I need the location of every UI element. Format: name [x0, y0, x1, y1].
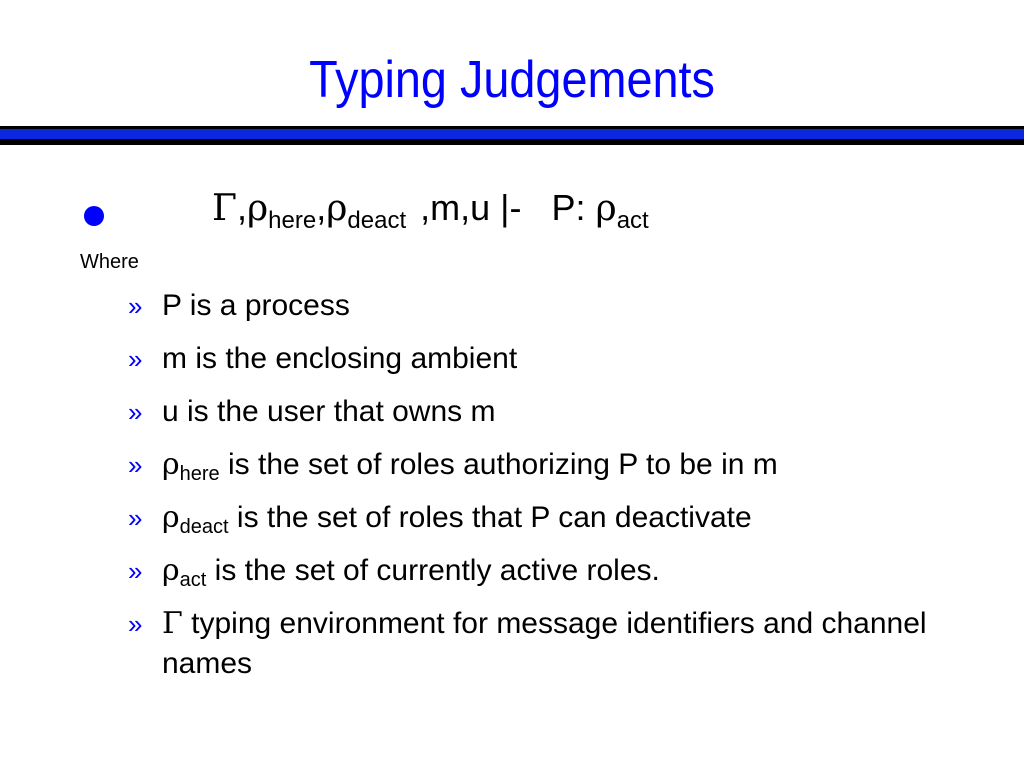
- item-text: is the set of currently active roles.: [206, 554, 660, 587]
- typing-judgement-formula: Γ,ρhere,ρdeact,m,u |- P: ρact: [212, 186, 649, 234]
- rho-here-subscript: here: [268, 207, 317, 234]
- where-label: Where: [80, 251, 139, 273]
- formula-process: P:: [551, 187, 586, 228]
- rho-symbol: ρ: [595, 188, 617, 229]
- formula-comma: ,: [316, 187, 327, 228]
- item-text: m is the enclosing ambient: [162, 342, 518, 375]
- item-subscript: deact: [179, 516, 229, 538]
- rho-symbol: ρ: [162, 500, 180, 535]
- item-text: typing environment for message identifie…: [162, 607, 927, 680]
- gamma-symbol: Γ: [212, 188, 237, 229]
- item-subscript: act: [179, 569, 207, 591]
- raquo-bullet-icon: »: [128, 344, 143, 374]
- list-item: » Γ typing environment for message ident…: [128, 604, 1008, 684]
- bullet-dot-icon: [84, 206, 104, 226]
- item-text: P is a process: [162, 289, 350, 322]
- formula-mid: ,m,u |-: [420, 187, 522, 228]
- list-item: » P is a process: [128, 286, 1008, 326]
- item-text: is the set of roles authorizing P to be …: [219, 448, 778, 481]
- item-subscript: here: [179, 463, 220, 485]
- raquo-bullet-icon: »: [128, 291, 143, 321]
- title-rule-accent: [0, 129, 1024, 139]
- list-item: » ρdeact is the set of roles that P can …: [128, 498, 1008, 538]
- raquo-bullet-icon: »: [128, 397, 143, 427]
- rho-symbol: ρ: [247, 188, 269, 229]
- raquo-bullet-icon: »: [128, 503, 143, 533]
- rho-symbol: ρ: [162, 447, 180, 482]
- raquo-bullet-icon: »: [128, 450, 143, 480]
- rho-symbol: ρ: [162, 553, 180, 588]
- list-item: » m is the enclosing ambient: [128, 339, 1008, 379]
- list-item: » ρact is the set of currently active ro…: [128, 551, 1008, 591]
- rho-act-subscript: act: [616, 207, 649, 234]
- raquo-bullet-icon: »: [128, 556, 143, 586]
- gamma-symbol: Γ: [162, 606, 183, 641]
- rho-symbol: ρ: [326, 188, 348, 229]
- list-item: » u is the user that owns m: [128, 392, 1008, 432]
- raquo-bullet-icon: »: [128, 609, 143, 639]
- formula-comma: ,: [236, 187, 247, 228]
- slide-title: Typing Judgements: [309, 51, 715, 109]
- item-text: u is the user that owns m: [162, 395, 496, 428]
- title-rule-bottom: [0, 139, 1024, 145]
- rho-deact-subscript: deact: [347, 207, 407, 234]
- list-item: » ρhere is the set of roles authorizing …: [128, 445, 1008, 485]
- item-text: is the set of roles that P can deactivat…: [228, 501, 752, 534]
- title-rule-top: [0, 126, 1024, 129]
- definition-list: » P is a process » m is the enclosing am…: [128, 286, 1008, 697]
